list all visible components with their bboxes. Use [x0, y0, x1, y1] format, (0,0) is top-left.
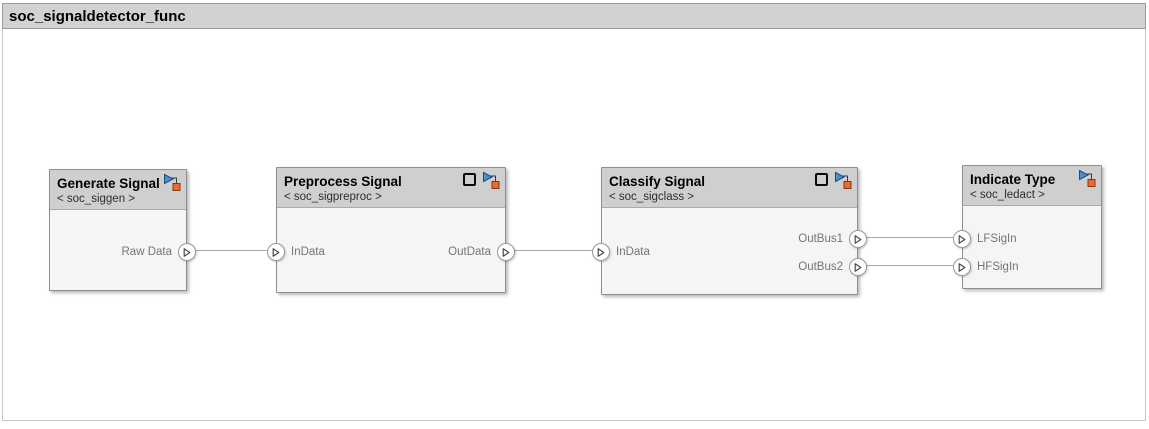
- block-header: Indicate Type < soc_ledact >: [963, 166, 1101, 206]
- model-reference-badge-icon: [1079, 169, 1096, 187]
- port-label: InData: [291, 246, 325, 258]
- model-title-bar: soc_signaldetector_func: [2, 3, 1146, 29]
- port-arrow-icon: [854, 262, 862, 272]
- signal-wire[interactable]: [857, 237, 963, 238]
- block-preprocess-signal[interactable]: Preprocess Signal < soc_sigpreproc > InD…: [267, 167, 515, 293]
- block-title: Classify Signal: [609, 174, 706, 189]
- port-label: OutData: [448, 246, 491, 258]
- block-subtitle: < soc_ledact >: [970, 189, 1045, 201]
- output-port[interactable]: [849, 258, 867, 276]
- block-generate-signal[interactable]: Generate Signal < soc_siggen > Raw Data: [49, 169, 196, 291]
- block-classify-signal[interactable]: Classify Signal < soc_sigclass > InData …: [592, 167, 867, 295]
- input-port[interactable]: [267, 243, 285, 261]
- port-arrow-icon: [272, 247, 280, 257]
- block-subtitle: < soc_siggen >: [57, 193, 136, 205]
- port-arrow-icon: [958, 234, 966, 244]
- block-header: Classify Signal < soc_sigclass >: [602, 168, 857, 208]
- block-subtitle: < soc_sigpreproc >: [284, 191, 382, 203]
- block-title: Indicate Type: [970, 172, 1056, 187]
- schedule-checkbox[interactable]: [463, 173, 476, 186]
- port-label: OutBus2: [798, 261, 843, 273]
- block-title: Generate Signal: [57, 176, 160, 191]
- block-header: Generate Signal < soc_siggen >: [50, 170, 186, 210]
- port-label: HFSigIn: [977, 261, 1019, 273]
- port-arrow-icon: [502, 247, 510, 257]
- port-label: InData: [616, 246, 650, 258]
- port-label: Raw Data: [121, 246, 173, 258]
- port-arrow-icon: [854, 234, 862, 244]
- input-port[interactable]: [592, 243, 610, 261]
- signal-wire[interactable]: [857, 265, 963, 266]
- diagram-canvas[interactable]: Generate Signal < soc_siggen > Raw Data …: [2, 29, 1146, 421]
- output-port[interactable]: [497, 243, 515, 261]
- port-label: LFSigIn: [977, 233, 1017, 245]
- model-reference-badge-icon: [835, 171, 852, 189]
- block-title: Preprocess Signal: [284, 174, 402, 189]
- block-indicate-type[interactable]: Indicate Type < soc_ledact > LFSigIn HFS…: [953, 165, 1102, 289]
- port-arrow-icon: [183, 247, 191, 257]
- model-reference-badge-icon: [483, 171, 500, 189]
- output-port[interactable]: [849, 230, 867, 248]
- input-port[interactable]: [953, 230, 971, 248]
- model-title: soc_signaldetector_func: [9, 7, 186, 25]
- schedule-checkbox[interactable]: [815, 173, 828, 186]
- input-port[interactable]: [953, 258, 971, 276]
- output-port[interactable]: [178, 243, 196, 261]
- port-arrow-icon: [958, 262, 966, 272]
- port-label: OutBus1: [798, 233, 843, 245]
- port-arrow-icon: [597, 247, 605, 257]
- signal-wire[interactable]: [505, 250, 602, 251]
- model-reference-badge-icon: [164, 173, 181, 191]
- signal-wire[interactable]: [187, 250, 277, 251]
- block-header: Preprocess Signal < soc_sigpreproc >: [277, 168, 505, 208]
- block-subtitle: < soc_sigclass >: [609, 191, 695, 203]
